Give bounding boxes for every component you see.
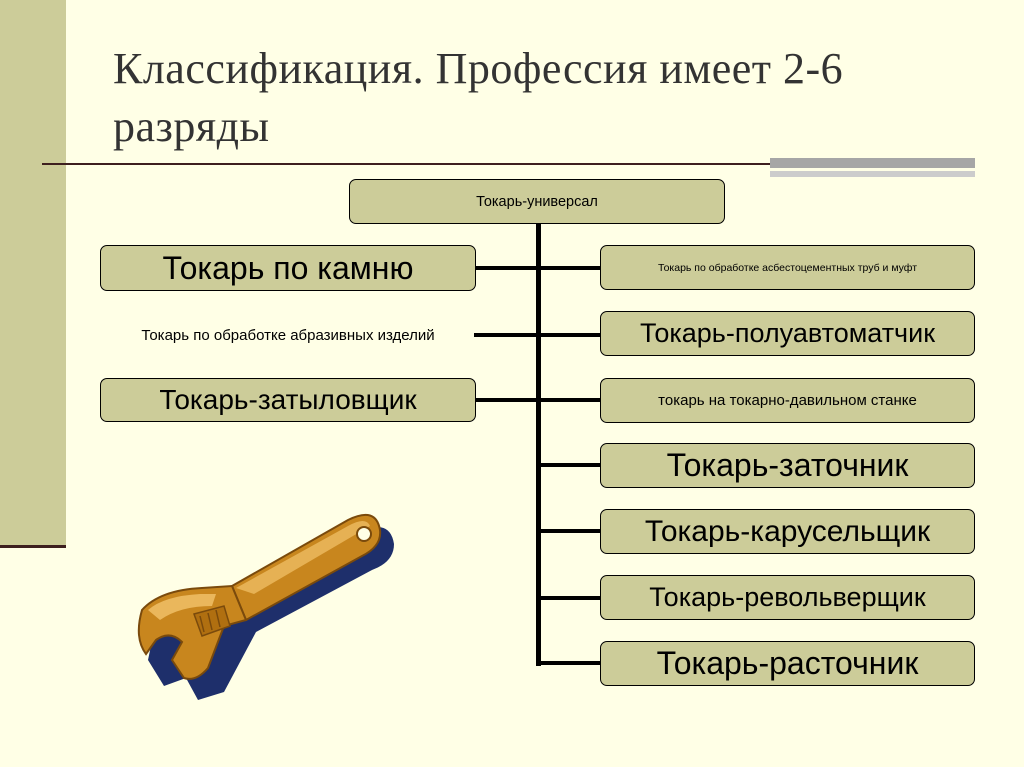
connector-right-3 <box>538 398 600 402</box>
wrench-jaw-highlight <box>148 594 216 620</box>
node-right-1: Токарь по обработке асбестоцементных тру… <box>600 245 975 290</box>
node-left-1: Токарь по камню <box>100 245 476 291</box>
node-right-4: Токарь-заточник <box>600 443 975 488</box>
node-right-6: Токарь-револьверщик <box>600 575 975 620</box>
wrench-handle-highlight <box>236 521 370 594</box>
node-root: Токарь-универсал <box>349 179 725 224</box>
node-right-3: токарь на токарно-давильном станке <box>600 378 975 423</box>
node-right-2: Токарь-полуавтоматчик <box>600 311 975 356</box>
connector-left-1 <box>474 266 538 270</box>
connector-right-1 <box>538 266 600 270</box>
title-accent-bar <box>770 158 975 168</box>
wrench-hang-hole <box>356 526 372 542</box>
connector-right-2 <box>538 333 600 337</box>
node-right-5: Токарь-карусельщик <box>600 509 975 554</box>
slide-title: Классификация. Профессия имеет 2-6 разря… <box>113 44 844 151</box>
connector-left-2 <box>474 333 538 337</box>
connector-right-6 <box>538 596 600 600</box>
trunk-line <box>536 222 541 666</box>
node-left-2: Токарь по обработке абразивных изделий <box>141 327 435 344</box>
wrench-screw-threads <box>199 609 221 633</box>
connector-right-4 <box>538 463 600 467</box>
side-decoration-bar <box>0 0 66 548</box>
connector-right-5 <box>538 529 600 533</box>
title-accent-bar-light <box>770 171 975 177</box>
side-decoration-line <box>0 545 66 548</box>
connector-left-3 <box>474 398 538 402</box>
node-left-3: Токарь-затыловщик <box>100 378 476 422</box>
connector-right-7 <box>538 661 600 665</box>
adjustable-wrench-icon <box>137 513 394 700</box>
node-right-7: Токарь-расточник <box>600 641 975 686</box>
title-underline <box>42 163 975 165</box>
